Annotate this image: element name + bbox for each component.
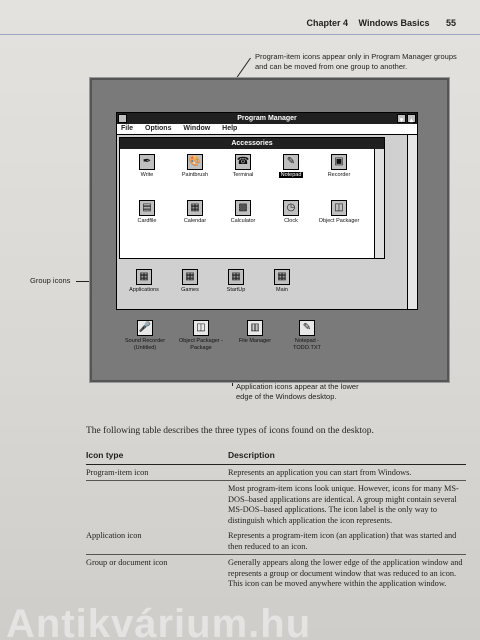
program-manager-titlebar[interactable]: Program Manager ▾ ▴ <box>117 113 417 124</box>
group-icon-games[interactable]: ▦Games <box>181 269 199 293</box>
clock-icon[interactable]: ◷Clock <box>283 200 299 224</box>
menu-options[interactable]: Options <box>145 125 172 132</box>
table-row: Most program-item icons look unique. How… <box>228 484 459 525</box>
annotation-application-icons: Application icons appear at the lower ed… <box>236 382 359 401</box>
page-number: 55 <box>445 18 456 28</box>
notepad-icon[interactable]: ✎Notepad <box>278 154 304 178</box>
sound-recorder-icon[interactable]: 🎤Sound Recorder (Untitled) <box>124 320 166 351</box>
annotation-program-item: Program-item icons appear only in Progra… <box>255 52 457 71</box>
header-rule <box>0 34 480 35</box>
terminal-icon[interactable]: ☎Terminal <box>232 154 254 178</box>
minimize-button[interactable]: ▾ <box>397 114 406 124</box>
chapter-label: Chapter 4 <box>306 18 349 28</box>
group-icon-startup[interactable]: ▦StartUp <box>226 269 246 293</box>
calculator-icon[interactable]: ▩Calculator <box>230 200 256 224</box>
watermark: Antikvárium.hu <box>6 602 312 640</box>
notepad-desktop-icon[interactable]: ✎Notepad - TODO.TXT <box>293 320 321 351</box>
table-row: Group or document icon Generally appears… <box>86 558 463 588</box>
program-manager-scrollbar[interactable] <box>407 135 417 309</box>
intro-paragraph: The following table describes the three … <box>86 426 374 436</box>
maximize-button[interactable]: ▴ <box>407 114 416 124</box>
table-header-icon-type: Icon type <box>86 448 228 465</box>
accessories-title: Accessories <box>231 140 273 147</box>
recorder-icon[interactable]: ▣Recorder <box>327 154 351 178</box>
control-menu-button[interactable] <box>118 114 127 123</box>
paintbrush-icon[interactable]: 🎨Paintbrush <box>181 154 209 178</box>
windows-screenshot: Program Manager ▾ ▴ File Options Window … <box>90 78 449 382</box>
table-row: Application icon Represents a program-it… <box>86 528 466 555</box>
object-packager-icon[interactable]: ◫Object Packager <box>318 200 360 224</box>
menu-window[interactable]: Window <box>183 125 211 132</box>
table-header-description: Description <box>228 448 466 465</box>
program-manager-title: Program Manager <box>237 115 297 122</box>
accessories-titlebar[interactable]: Accessories <box>120 138 384 149</box>
program-manager-window[interactable]: Program Manager ▾ ▴ File Options Window … <box>116 112 418 310</box>
running-header: Chapter 4 Windows Basics 55 <box>307 18 457 28</box>
accessories-group-window[interactable]: Accessories ✒Write 🎨Paintbrush ☎Terminal… <box>119 137 385 259</box>
object-packager-desktop-icon[interactable]: ◫Object Packager - Package <box>178 320 224 351</box>
table-row: Program-item icon Represents an applicat… <box>86 464 466 481</box>
file-manager-icon[interactable]: ▥File Manager <box>238 320 272 344</box>
menu-file[interactable]: File <box>121 125 134 132</box>
calendar-icon[interactable]: ▦Calendar <box>183 200 207 224</box>
group-icon-main[interactable]: ▦Main <box>259 269 305 294</box>
program-manager-workspace: Accessories ✒Write 🎨Paintbrush ☎Terminal… <box>117 135 417 309</box>
annotation-group-icons: Group icons <box>30 276 71 285</box>
menu-bar: File Options Window Help <box>117 124 417 135</box>
group-icon-applications[interactable]: ▦Applications <box>129 269 159 293</box>
menu-help[interactable]: Help <box>222 125 238 132</box>
chapter-title: Windows Basics <box>358 18 430 28</box>
icon-types-table: Icon type Description Program-item icon … <box>86 448 466 592</box>
write-icon[interactable]: ✒Write <box>139 154 155 178</box>
accessories-scrollbar[interactable] <box>374 149 384 258</box>
cardfile-icon[interactable]: ▤Cardfile <box>137 200 157 224</box>
